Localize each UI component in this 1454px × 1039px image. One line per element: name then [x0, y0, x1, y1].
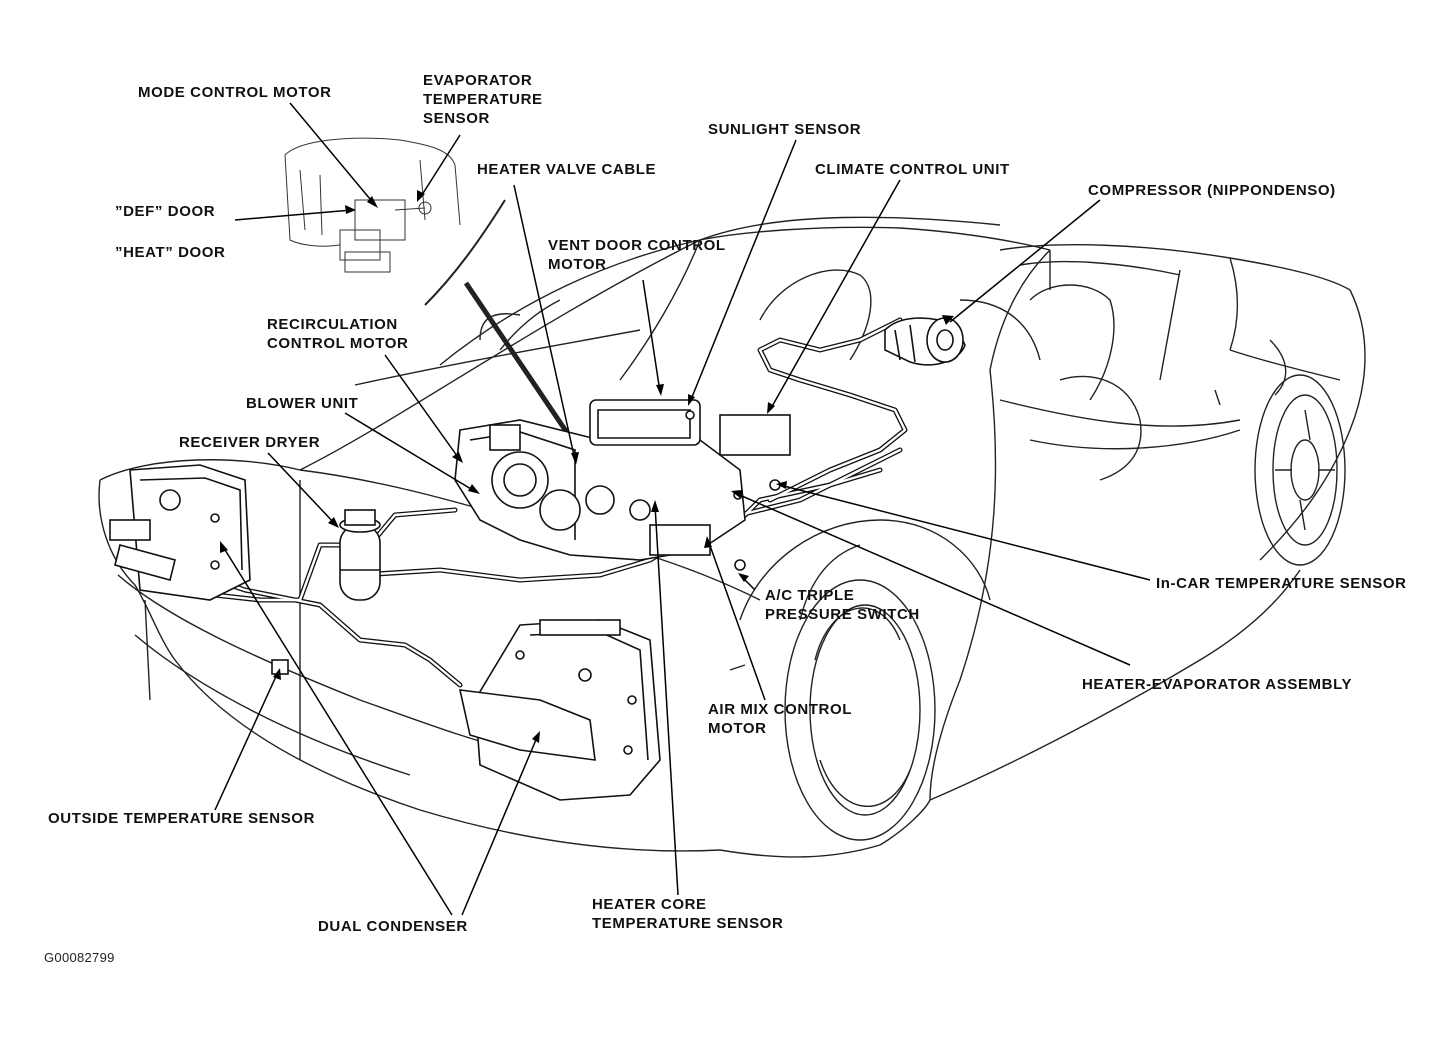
label-def-door: ”DEF” DOOR: [115, 203, 216, 220]
label-dual-condenser: DUAL CONDENSER: [318, 918, 468, 935]
label-recirculation-control-motor: RECIRCULATION CONTROL MOTOR: [267, 316, 409, 352]
heater-evaporator-assembly: [454, 399, 791, 571]
compressor: [884, 317, 966, 366]
inset-detail: [284, 137, 461, 273]
leader-arrowheads: [220, 190, 954, 743]
label-heater-evaporator-assembly: HEATER-EVAPORATOR ASSEMBLY: [1082, 676, 1353, 693]
figure-id: G00082799: [44, 950, 115, 965]
label-heater-valve-cable: HEATER VALVE CABLE: [477, 161, 657, 178]
label-sunlight-sensor: SUNLIGHT SENSOR: [708, 121, 862, 138]
label-mode-control-motor: MODE CONTROL MOTOR: [138, 84, 332, 101]
label-evaporator-temperature-sensor: EVAPORATOR TEMPERATURE SENSOR: [423, 72, 543, 127]
label-receiver-dryer: RECEIVER DRYER: [179, 434, 321, 451]
refrigerant-pipes-inner: [213, 318, 907, 687]
receiver-dryer: [339, 509, 381, 601]
label-heat-door: ”HEAT” DOOR: [115, 244, 226, 261]
label-blower-unit: BLOWER UNIT: [246, 395, 359, 412]
label-climate-control-unit: CLIMATE CONTROL UNIT: [815, 161, 1010, 178]
label-compressor: COMPRESSOR (NIPPONDENSO): [1088, 182, 1336, 199]
label-in-car-temperature-sensor: In-CAR TEMPERATURE SENSOR: [1156, 575, 1407, 592]
label-vent-door-control-motor: VENT DOOR CONTROL MOTOR: [548, 237, 726, 273]
leader-lines: [214, 102, 1151, 916]
dual-condenser-right: [458, 619, 661, 801]
label-heater-core-temperature-sensor: HEATER CORE TEMPERATURE SENSOR: [592, 896, 784, 932]
label-outside-temperature-sensor: OUTSIDE TEMPERATURE SENSOR: [48, 810, 316, 827]
dual-condenser-left: [109, 464, 251, 601]
label-air-mix-control-motor: AIR MIX CONTROL MOTOR: [708, 701, 852, 737]
car-body-outline: [98, 216, 1366, 858]
label-ac-triple-pressure-switch: A/C TRIPLE PRESSURE SWITCH: [765, 587, 920, 623]
inset-callout-arc: [424, 199, 575, 442]
